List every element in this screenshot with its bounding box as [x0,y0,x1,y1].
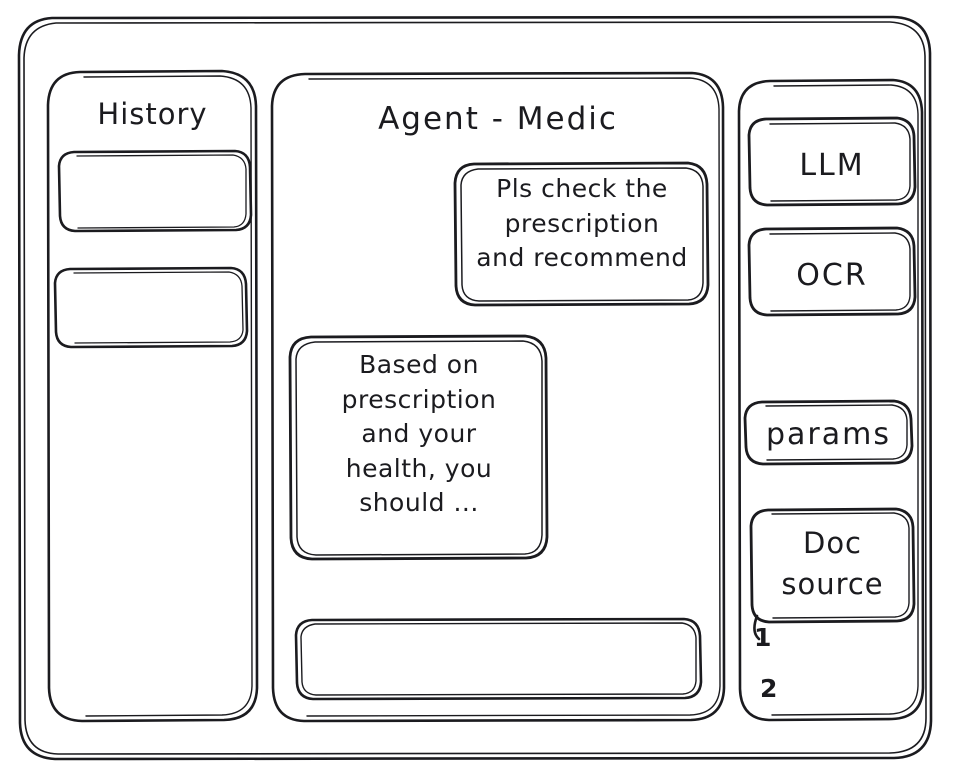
doc-source-item-1[interactable]: 1 [754,623,772,652]
message-input[interactable] [296,619,701,699]
page-title: Agent - Medic [378,101,618,137]
doc-source-item-2[interactable]: 2 [760,674,778,703]
history-panel-title: History [97,97,208,131]
history-item-2[interactable] [55,268,247,347]
history-item-1[interactable] [59,151,251,231]
ocr-button-label: OCR [796,258,868,293]
doc-source-label: Doc source [781,526,884,602]
params-button-label: params [766,417,891,452]
assistant-message-bubble: Based on prescription and your health, y… [341,350,497,517]
user-message-bubble: Pls check the prescription and recommend [476,174,688,272]
llm-button-label: LLM [799,148,865,183]
